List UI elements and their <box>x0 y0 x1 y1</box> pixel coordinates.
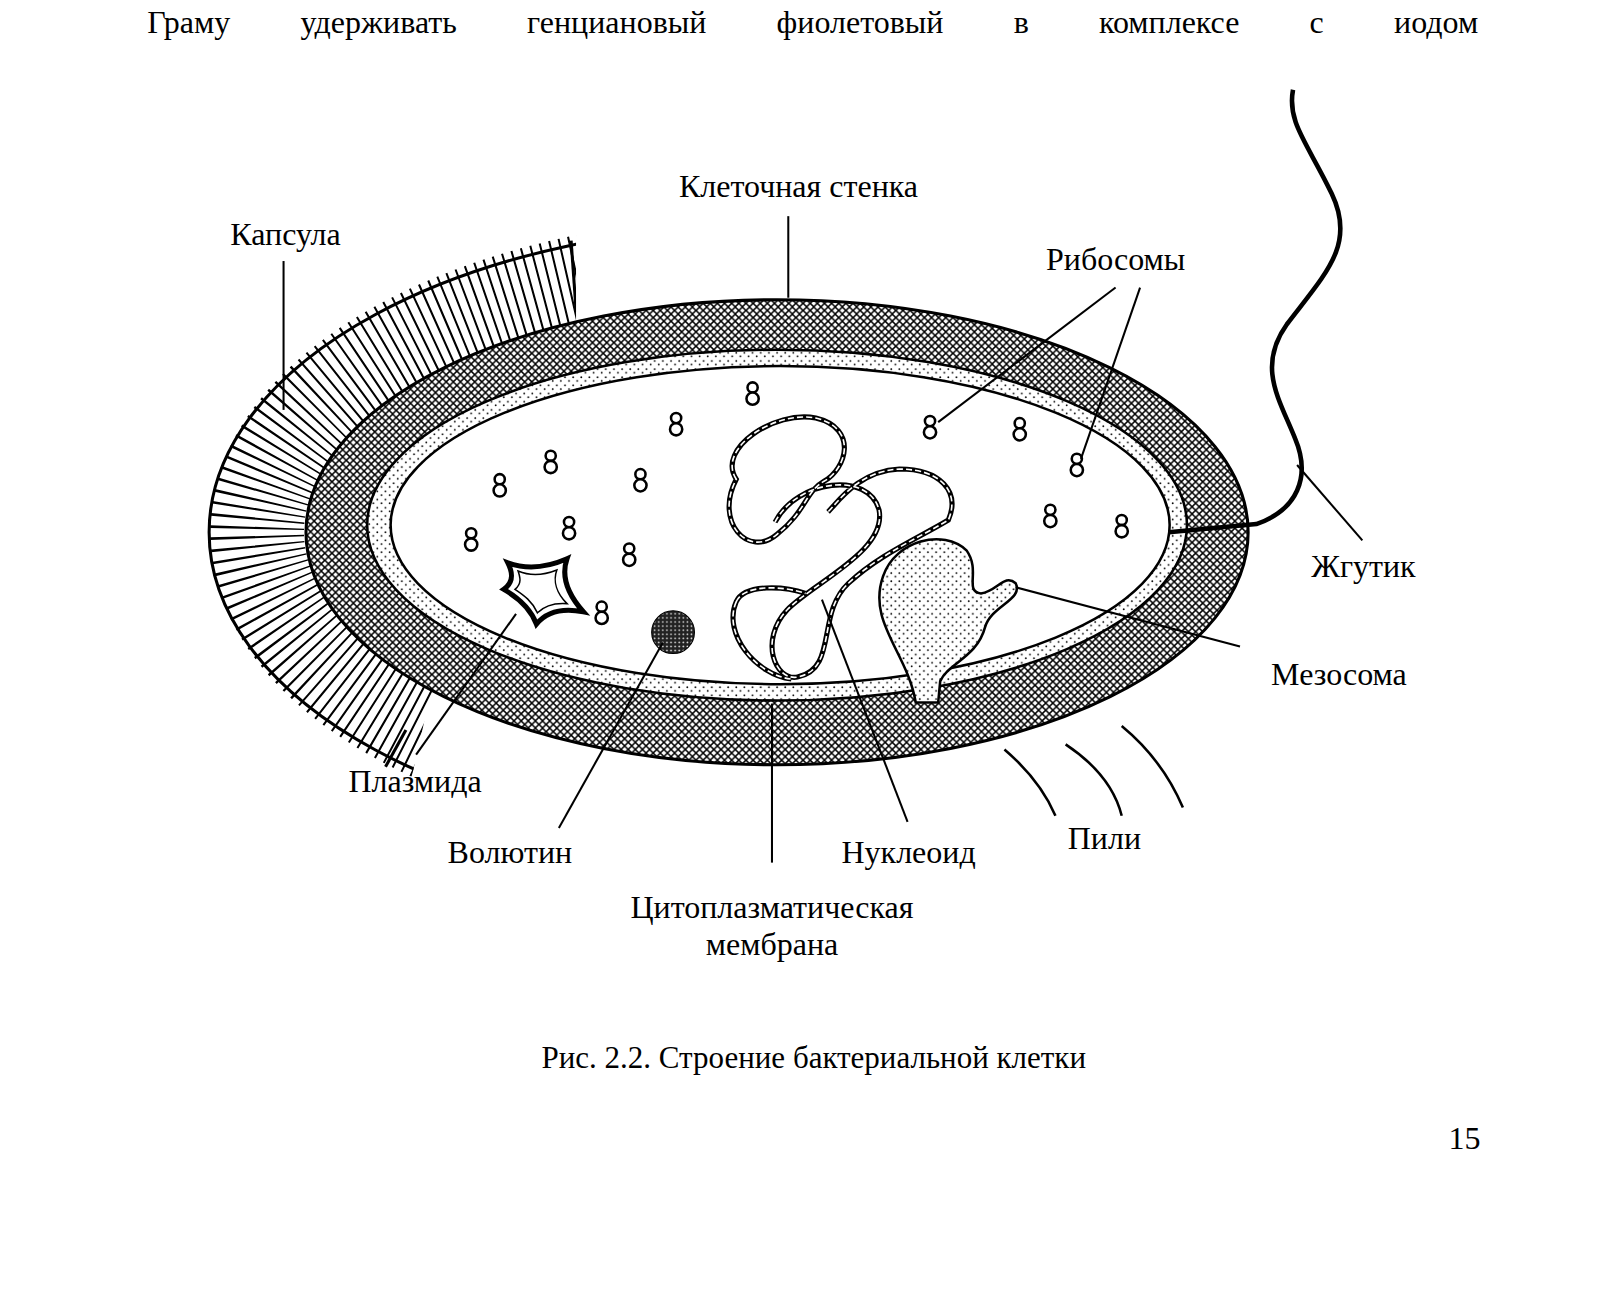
part-label: Пили <box>1068 820 1141 857</box>
part-label: Нуклеоид <box>841 834 975 871</box>
part-label: Плазмида <box>348 763 481 800</box>
page-number: 15 <box>1448 1120 1480 1157</box>
leader-lines <box>284 216 1363 862</box>
part-label: Мезосома <box>1271 656 1407 693</box>
mesosome <box>879 539 1017 702</box>
flagellum <box>1169 90 1341 533</box>
cytoplasmic-membrane <box>367 350 1187 701</box>
part-label: Волютин <box>448 834 573 871</box>
figure-caption: Рис. 2.2. Строение бактериальной клетки <box>542 1040 1087 1076</box>
nucleoid <box>729 417 952 679</box>
part-label: Капсула <box>230 216 340 253</box>
page-text: Граму удерживать генциановый фиолетовый … <box>147 4 1478 41</box>
pili <box>1004 726 1182 816</box>
cytoplasm <box>391 366 1170 684</box>
cell-wall <box>306 300 1248 765</box>
ribosomes <box>465 382 1128 624</box>
volutin-granule <box>652 611 695 654</box>
part-label: Клеточная стенка <box>679 168 918 205</box>
part-label: Рибосомы <box>1046 241 1185 278</box>
part-label: Цитоплазматическая мембрана <box>583 889 960 963</box>
part-label: Жгутик <box>1311 548 1415 585</box>
